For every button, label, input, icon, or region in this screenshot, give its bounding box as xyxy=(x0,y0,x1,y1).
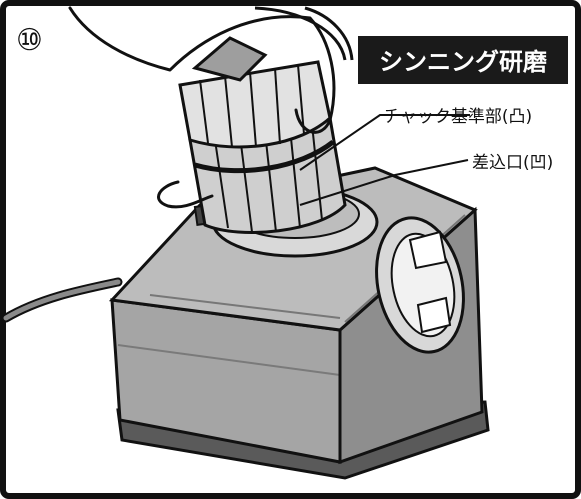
title-badge-text: シンニング研磨 xyxy=(379,48,547,76)
callout-chuck-reference: チャック基準部(凸) xyxy=(383,107,532,127)
leader-line-chuck-reference xyxy=(299,114,470,171)
step-number: ⑩ xyxy=(16,23,43,58)
leader-line-insertion-port xyxy=(299,159,469,206)
hand xyxy=(68,6,354,209)
hand-outline xyxy=(68,6,336,209)
drill-tip xyxy=(191,36,268,82)
callout-insertion-port: 差込口(凹) xyxy=(472,153,553,173)
title-badge xyxy=(358,36,568,84)
